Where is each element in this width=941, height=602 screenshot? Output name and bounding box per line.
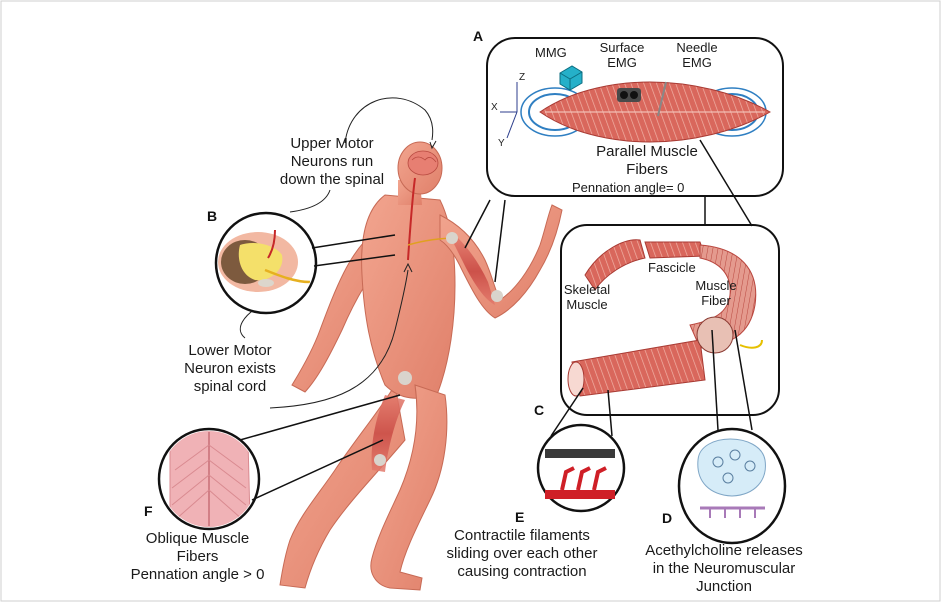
panel-a [486, 37, 784, 197]
axis-z-label: Z [519, 72, 526, 83]
panel-b-tag: B [207, 208, 218, 224]
panel-c-tag: C [534, 402, 545, 418]
surface-emg-electrode-icon [617, 88, 641, 102]
panel-f [157, 427, 261, 531]
axis-y-label: Y [498, 138, 505, 149]
fascicle-label: Fascicle [648, 260, 696, 275]
mmg-sensor-icon [559, 65, 583, 91]
pennation-zero-label: Pennation angle= 0 [572, 180, 685, 195]
panel-d-tag: D [662, 510, 673, 526]
panel-f-tag: F [144, 503, 153, 519]
arrow-upper-motor [344, 97, 434, 144]
needle-emg-icon [657, 81, 667, 117]
panel-e [536, 423, 626, 513]
panel-b [214, 211, 318, 315]
running-human-figure [279, 141, 563, 591]
panel-d [677, 427, 787, 545]
panel-a-tag: A [473, 28, 484, 44]
panel-c [560, 224, 780, 416]
mmg-label: MMG [535, 45, 567, 60]
axis-x-label: X [491, 102, 498, 113]
panel-e-tag: E [515, 509, 525, 525]
